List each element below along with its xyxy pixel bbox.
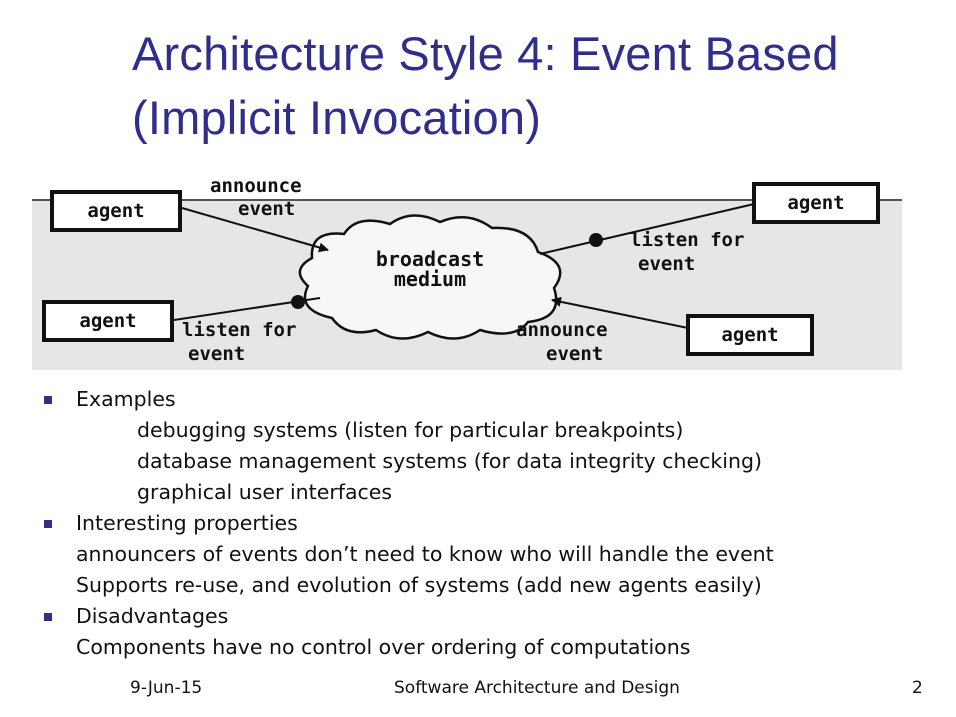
agent-label-bottom-right: agent <box>721 324 778 346</box>
listen-label-bottom-2: event <box>188 343 245 365</box>
announce-label-bottom-1: announce <box>516 319 608 341</box>
listen-label-top-2: event <box>638 253 695 275</box>
properties-line-2: Supports re-use, and evolution of system… <box>76 573 762 597</box>
footer-page-number: 2 <box>912 678 923 698</box>
agent-label-bottom-left: agent <box>79 310 136 332</box>
agent-label-top-left: agent <box>87 200 144 222</box>
announce-label-top-2: event <box>238 198 295 220</box>
announce-arrow-bottom <box>551 296 689 329</box>
examples-line-2: database management systems (for data in… <box>137 449 762 473</box>
agent-label-top-right: agent <box>787 192 844 214</box>
bullet-heading-properties: Interesting properties <box>76 511 298 535</box>
listen-link-top-right <box>539 203 755 255</box>
examples-line-3: graphical user interfaces <box>137 480 393 504</box>
listen-dot-top-right <box>589 233 603 247</box>
bullet-marker-2 <box>44 520 52 528</box>
bullet-marker-3 <box>44 613 52 621</box>
agent-box-bottom-left <box>42 300 174 342</box>
title-line-2: (Implicit Invocation) <box>132 91 542 144</box>
title-line-1: Architecture Style 4: Event Based <box>132 27 839 80</box>
examples-line-1: debugging systems (listen for particular… <box>137 418 684 442</box>
agent-box-top-right <box>752 182 880 224</box>
slide-title: Architecture Style 4: Event Based (Impli… <box>132 22 932 150</box>
disadvantages-line-1: Components have no control over ordering… <box>76 635 691 659</box>
event-based-diagram: broadcast medium agent agent agent agent… <box>32 178 902 370</box>
announce-arrow-top <box>181 207 329 253</box>
medium-label-2: medium <box>394 267 466 291</box>
listen-label-top-1: listen for <box>630 229 744 251</box>
medium-label-1: broadcast <box>376 247 484 271</box>
footer-date: 9-Jun-15 <box>130 678 203 698</box>
listen-label-bottom-1: listen for <box>182 319 296 341</box>
announce-label-top-1: announce <box>210 178 302 197</box>
listen-dot-bottom-left <box>291 295 305 309</box>
agent-box-top-left <box>50 190 182 232</box>
footer-course: Software Architecture and Design <box>394 678 680 698</box>
agent-box-bottom-right <box>686 314 814 356</box>
bullet-heading-disadvantages: Disadvantages <box>76 604 229 628</box>
bullet-heading-examples: Examples <box>76 387 176 411</box>
bullet-marker-1 <box>44 396 52 404</box>
broadcast-medium-cloud <box>298 214 562 340</box>
announce-label-bottom-2: event <box>546 343 603 365</box>
properties-line-1: announcers of events don’t need to know … <box>76 542 774 566</box>
